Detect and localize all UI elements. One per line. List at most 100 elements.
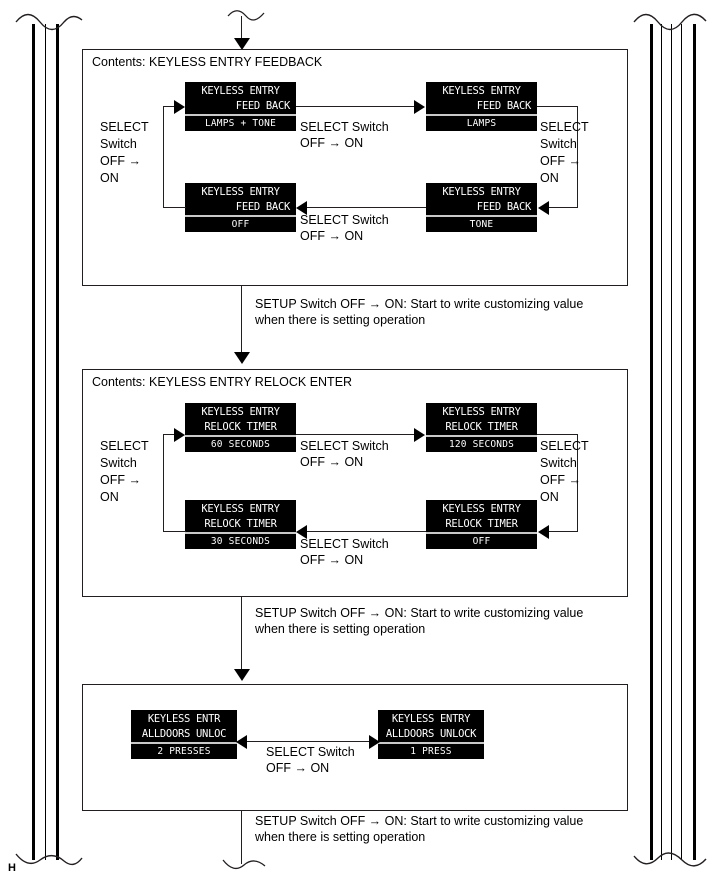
page-edge-left-break-bottom-icon [15, 853, 83, 866]
setup-note-3: SETUP Switch OFF → ON: Start to write cu… [255, 814, 584, 844]
display-value: LAMPS + TONE [204, 117, 277, 129]
display-line1: KEYLESS ENTRY [442, 406, 521, 418]
feedback-right-line-v [577, 106, 579, 208]
display-separator [131, 742, 237, 744]
display-line1: KEYLESS ENTRY [201, 85, 280, 97]
display-line2: FEED BACK [476, 201, 532, 213]
feedback-bottom-select-caption: SELECT Switch OFF → ON [300, 213, 389, 243]
relock-left-line-h2 [163, 434, 176, 436]
display-line1: KEYLESS ENTRY [201, 186, 280, 198]
display-line1: KEYLESS ENTRY [442, 503, 521, 515]
setup-connector-2-arrow-icon [234, 669, 250, 681]
page-edge-right-line-2 [661, 24, 663, 860]
page-edge-left-line-3 [56, 24, 59, 860]
feedback-left-line-v [163, 106, 165, 208]
display-rl-120: KEYLESS ENTRY RELOCK TIMER 120 SECONDS [426, 403, 537, 452]
alldoors-select-caption: SELECT Switch OFF → ON [266, 745, 355, 775]
display-value: TONE [469, 218, 494, 230]
entry-break-icon [227, 10, 265, 21]
exit-connector-line [241, 811, 243, 864]
relock-top-select-caption: SELECT Switch OFF → ON [300, 439, 389, 469]
display-ad-2press: KEYLESS ENTR ALLDOORS UNLOC 2 PRESSES [131, 710, 237, 759]
entry-connector-line [241, 16, 243, 42]
alldoors-arrow-right-icon [369, 735, 380, 749]
relock-right-line-v [577, 434, 579, 532]
display-separator [378, 742, 484, 744]
relock-bottom-select-caption: SELECT Switch OFF → ON [300, 537, 389, 567]
setup-connector-2-line [241, 597, 243, 677]
section-feedback-title: Contents: KEYLESS ENTRY FEEDBACK [92, 55, 323, 69]
page-edge-right-break-top-icon [633, 13, 707, 31]
relock-right-line-h2 [549, 531, 578, 533]
display-value: OFF [472, 535, 491, 547]
display-line2: ALLDOORS UNLOCK [385, 728, 477, 740]
display-fb-off: KEYLESS ENTRY FEED BACK OFF [185, 183, 296, 232]
display-value: 1 PRESS [410, 745, 452, 757]
display-line2: RELOCK TIMER [445, 421, 518, 433]
display-value: 30 SECONDS [210, 535, 271, 547]
feedback-left-line-h2 [163, 106, 176, 108]
feedback-arrow-top-icon [414, 100, 425, 114]
display-fb-tone: KEYLESS ENTRY FEED BACK TONE [426, 183, 537, 232]
alldoors-arrow-line [246, 741, 370, 743]
display-line2: FEED BACK [476, 100, 532, 112]
feedback-right-line-h2 [549, 207, 578, 209]
display-line1: KEYLESS ENTRY [201, 503, 280, 515]
page-edge-right-line-3 [671, 24, 673, 860]
display-separator [426, 435, 537, 437]
display-value: OFF [231, 218, 250, 230]
relock-arrow-left-icon [174, 428, 185, 442]
display-separator [185, 532, 296, 534]
setup-connector-1-line [241, 286, 243, 362]
feedback-left-select-caption: SELECT Switch OFF → ON [100, 120, 149, 185]
feedback-right-line-h1 [537, 106, 578, 108]
section-feedback [82, 49, 628, 286]
setup-note-1: SETUP Switch OFF → ON: Start to write cu… [255, 297, 584, 327]
relock-left-line-h1 [163, 531, 186, 533]
exit-break-icon [222, 859, 266, 870]
feedback-arrow-bottom-icon [296, 201, 307, 215]
entry-arrow-icon [234, 38, 250, 50]
section-relock-title: Contents: KEYLESS ENTRY RELOCK ENTER [92, 375, 353, 389]
display-separator [426, 532, 537, 534]
display-value: 120 SECONDS [448, 438, 515, 450]
relock-left-line-v [163, 434, 165, 532]
display-rl-off: KEYLESS ENTRY RELOCK TIMER OFF [426, 500, 537, 549]
page-edge-right-line-5 [693, 24, 696, 860]
feedback-top-select-caption: SELECT Switch OFF → ON [300, 120, 389, 150]
feedback-arrow-top-line [296, 106, 415, 108]
display-value: LAMPS [466, 117, 497, 129]
display-line1: KEYLESS ENTRY [201, 406, 280, 418]
setup-note-2: SETUP Switch OFF → ON: Start to write cu… [255, 606, 584, 636]
display-line2: RELOCK TIMER [204, 421, 277, 433]
feedback-arrow-bottom-line [307, 207, 426, 209]
page-edge-left-line-1 [32, 24, 35, 860]
setup-connector-1-arrow-icon [234, 352, 250, 364]
display-rl-30: KEYLESS ENTRY RELOCK TIMER 30 SECONDS [185, 500, 296, 549]
feedback-arrow-right-icon [538, 201, 549, 215]
section-relock [82, 369, 628, 597]
display-line1: KEYLESS ENTR [147, 713, 221, 725]
feedback-left-line-h1 [163, 207, 186, 209]
display-line1: KEYLESS ENTRY [442, 85, 521, 97]
display-fb-lamps-tone: KEYLESS ENTRY FEED BACK LAMPS + TONE [185, 82, 296, 131]
display-line2: RELOCK TIMER [445, 518, 518, 530]
display-separator [185, 114, 296, 116]
relock-right-select-caption: SELECT Switch OFF → ON [540, 439, 589, 504]
display-separator [426, 114, 537, 116]
display-rl-60: KEYLESS ENTRY RELOCK TIMER 60 SECONDS [185, 403, 296, 452]
alldoors-arrow-left-icon [236, 735, 247, 749]
feedback-right-select-caption: SELECT Switch OFF → ON [540, 120, 589, 185]
page-corner-marker: H [8, 862, 16, 874]
page-edge-left-break-top-icon [15, 13, 83, 31]
relock-right-line-h1 [537, 434, 578, 436]
relock-arrow-top-line [296, 434, 415, 436]
display-line1: KEYLESS ENTRY [391, 713, 471, 725]
display-line2: FEED BACK [235, 100, 291, 112]
display-value: 60 SECONDS [210, 438, 271, 450]
relock-arrow-bottom-icon [296, 525, 307, 539]
page-edge-right-break-bottom-icon [633, 852, 707, 867]
display-line2: FEED BACK [235, 201, 291, 213]
display-line1: KEYLESS ENTRY [442, 186, 521, 198]
